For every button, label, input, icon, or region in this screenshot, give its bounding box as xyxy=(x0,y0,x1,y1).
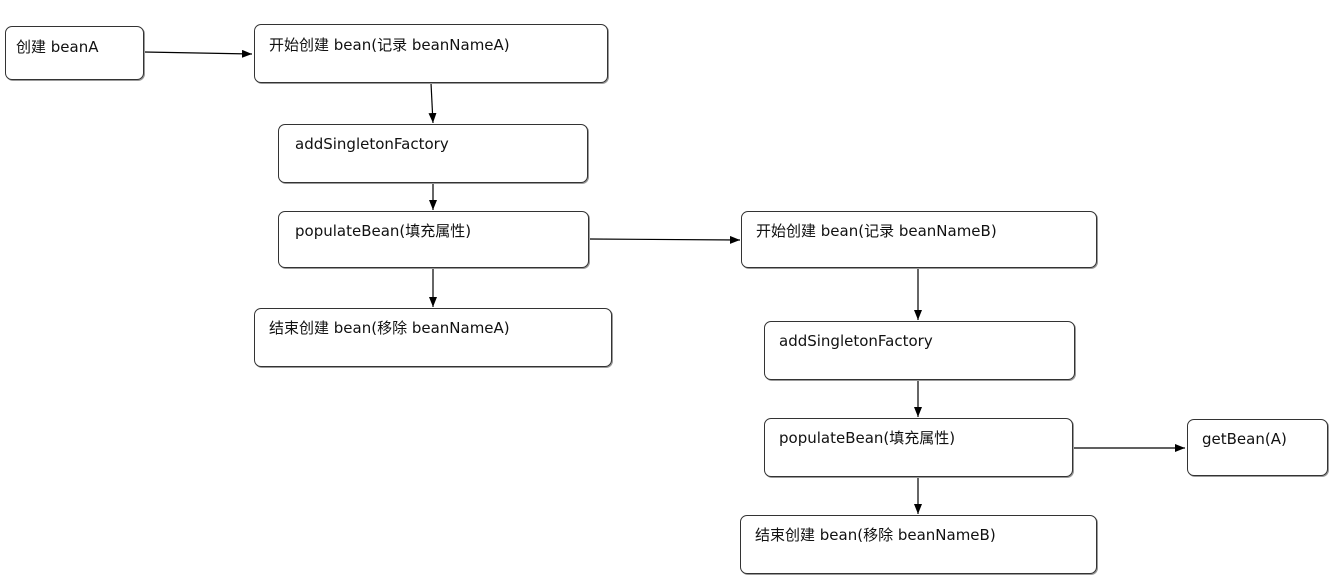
arrow-populate-a-to-start-b xyxy=(588,235,741,244)
populate-bean-b-label: populateBean(填充属性) xyxy=(779,429,956,447)
add-singleton-factory-b-label: addSingletonFactory xyxy=(779,332,933,350)
start-create-bean-b-label: 开始创建 bean(记录 beanNameB) xyxy=(756,222,997,240)
add-singleton-factory-b-box: addSingletonFactory xyxy=(764,321,1075,380)
populate-bean-a-label: populateBean(填充属性) xyxy=(295,222,472,240)
start-create-bean-b-box: 开始创建 bean(记录 beanNameB) xyxy=(741,211,1097,268)
get-bean-a-box: getBean(A) xyxy=(1187,419,1328,476)
create-bean-a-box: 创建 beanA xyxy=(5,26,144,80)
end-create-bean-a-label: 结束创建 bean(移除 beanNameA) xyxy=(269,319,510,337)
get-bean-a-label: getBean(A) xyxy=(1202,430,1287,448)
start-create-bean-a-label: 开始创建 bean(记录 beanNameA) xyxy=(269,36,510,54)
create-bean-a-label: 创建 beanA xyxy=(16,38,99,56)
add-singleton-factory-a-label: addSingletonFactory xyxy=(295,135,449,153)
add-singleton-factory-a-box: addSingletonFactory xyxy=(278,124,588,183)
end-create-bean-a-box: 结束创建 bean(移除 beanNameA) xyxy=(254,308,612,367)
arrow-create-a-to-start-a xyxy=(143,49,253,58)
end-create-bean-b-box: 结束创建 bean(移除 beanNameB) xyxy=(740,515,1097,574)
start-create-bean-a-box: 开始创建 bean(记录 beanNameA) xyxy=(254,24,608,83)
end-create-bean-b-label: 结束创建 bean(移除 beanNameB) xyxy=(755,526,996,544)
populate-bean-a-box: populateBean(填充属性) xyxy=(278,211,589,268)
populate-bean-b-box: populateBean(填充属性) xyxy=(764,418,1073,477)
arrow-start-a-to-factory-a xyxy=(428,82,437,124)
